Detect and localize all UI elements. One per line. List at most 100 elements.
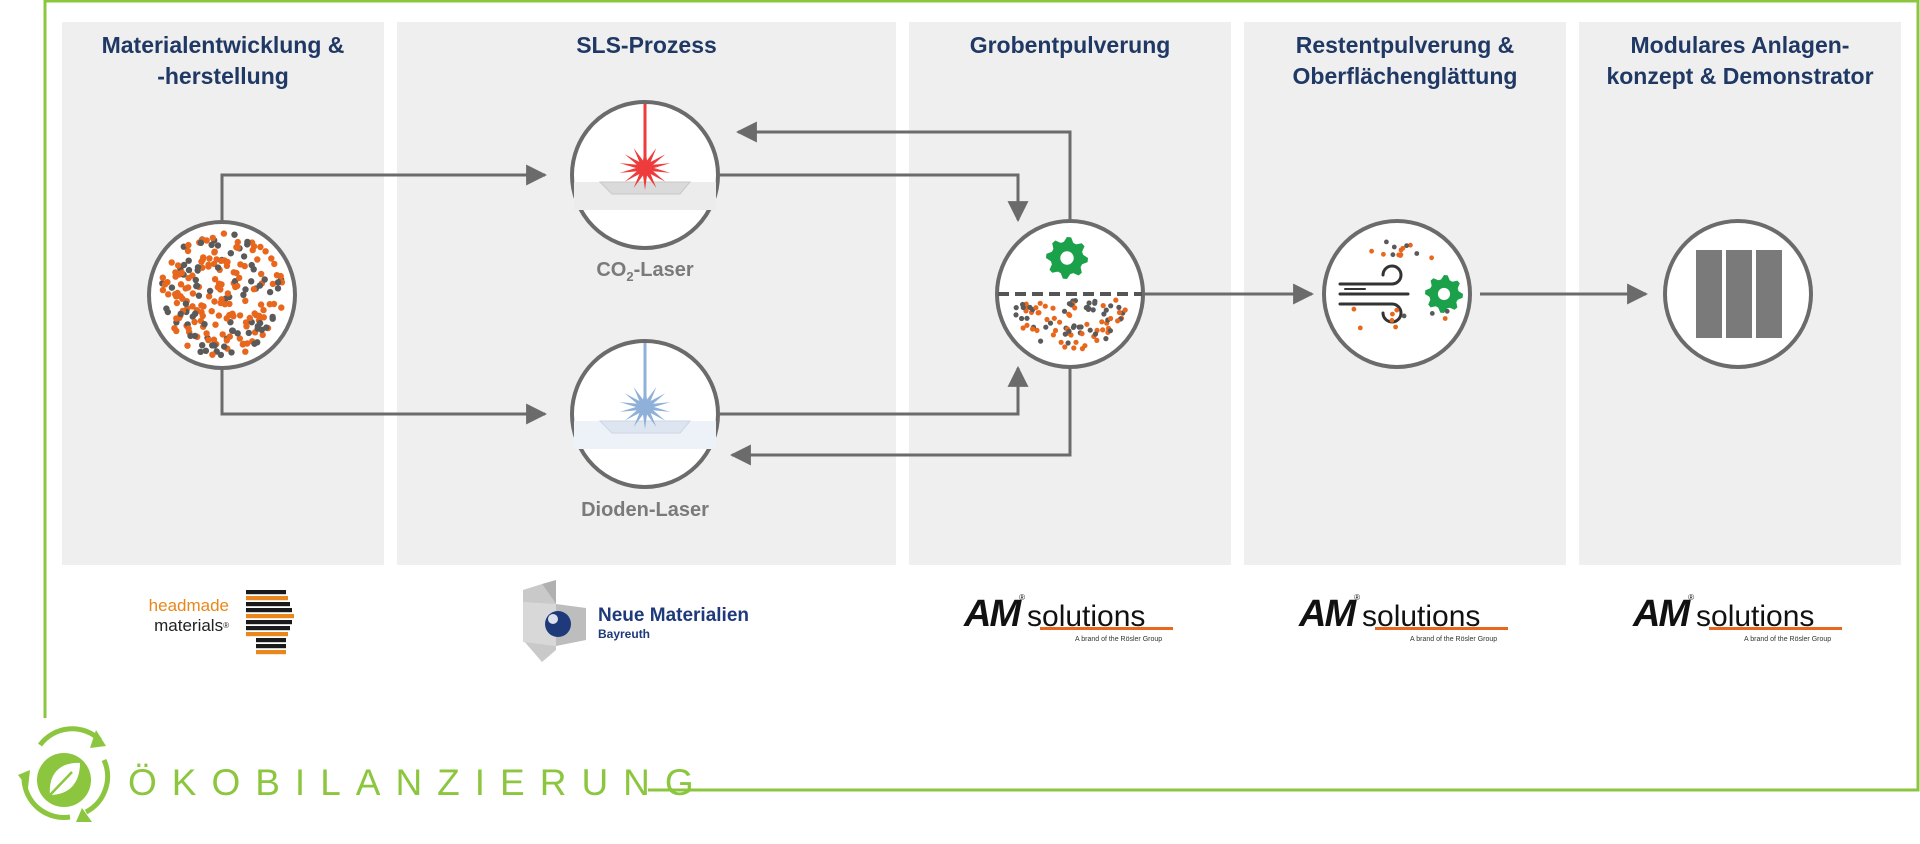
- powder-particle: [192, 310, 199, 317]
- powder-particle: [205, 261, 212, 268]
- powder-particle: [185, 274, 192, 282]
- powder-particle: [1087, 327, 1093, 333]
- powder-particle: [1084, 321, 1090, 327]
- powder-particle: [244, 241, 251, 248]
- powder-particle: [1398, 253, 1403, 258]
- powder-particle: [273, 272, 281, 279]
- powder-particle: [1024, 322, 1030, 328]
- powder-particle: [1035, 310, 1041, 316]
- powder-particle: [165, 291, 172, 298]
- powder-particle: [1122, 307, 1128, 313]
- powder-particle: [1066, 301, 1072, 307]
- co2-laser-label: CO2-Laser: [596, 259, 694, 284]
- powder-particle: [266, 288, 274, 296]
- powder-particle: [1070, 324, 1076, 330]
- powder-particle: [1429, 311, 1435, 316]
- powder-particle: [1384, 239, 1389, 245]
- powder-particle: [242, 319, 250, 326]
- powder-particle: [202, 347, 210, 354]
- powder-particle: [248, 239, 256, 246]
- powder-particle: [208, 308, 215, 315]
- powder-particle: [198, 258, 205, 265]
- powder-particle: [1389, 318, 1395, 323]
- powder-particle: [197, 239, 205, 246]
- powder-particle: [1107, 328, 1113, 334]
- nmb-logo-line1: Neue Materialien: [598, 605, 749, 626]
- powder-particle: [278, 304, 285, 311]
- powder-particle: [189, 290, 197, 297]
- powder-particle: [259, 331, 266, 339]
- nmb-logo: Neue Materialien Bayreuth: [598, 605, 749, 641]
- powder-particle: [1401, 313, 1407, 319]
- powder-particle: [236, 274, 243, 282]
- powder-particle: [1034, 327, 1040, 333]
- powder-particle: [249, 246, 256, 254]
- powder-particle: [237, 261, 244, 268]
- powder-particle: [161, 281, 169, 288]
- powder-particle: [1076, 324, 1082, 330]
- column-title-material: Materialentwicklung & -herstellung: [101, 32, 345, 89]
- modular-node: [1663, 219, 1813, 369]
- powder-particle: [1058, 339, 1064, 345]
- powder-particle: [260, 314, 267, 321]
- powder-particle: [1100, 303, 1106, 309]
- powder-particle: [173, 293, 180, 300]
- powder-particle: [1050, 305, 1056, 311]
- diode-laser-burst: [619, 384, 671, 430]
- arrow-co2-to-grob: [720, 173, 1029, 223]
- powder-particle: [1369, 248, 1374, 254]
- powder-particle: [1094, 337, 1100, 343]
- powder-particle: [1079, 331, 1085, 337]
- powder-particle: [1092, 300, 1098, 306]
- powder-particle: [1086, 300, 1092, 306]
- powder-particle: [268, 255, 275, 262]
- powder-particle: [192, 276, 199, 284]
- powder-particle: [219, 331, 226, 338]
- powder-particle: [227, 250, 234, 257]
- powder-particle: [1062, 331, 1068, 337]
- powder-particle: [248, 261, 255, 269]
- powder-particle: [214, 284, 222, 291]
- column-title-sls: SLS-Prozess: [576, 32, 717, 58]
- powder-particle: [1116, 309, 1123, 316]
- powder-particle: [1013, 312, 1019, 318]
- powder-particle: [1390, 252, 1396, 258]
- powder-particle: [205, 293, 213, 300]
- powder-particle: [1065, 340, 1071, 346]
- powder-particle: [1103, 336, 1109, 342]
- powder-particle: [1037, 300, 1043, 306]
- powder-particle: [1043, 324, 1049, 330]
- powder-particle: [1351, 306, 1357, 312]
- powder-particle: [214, 264, 222, 271]
- headmade-logo-line2: materials: [154, 616, 224, 635]
- powder-particle: [1442, 316, 1448, 321]
- powder-particle: [236, 335, 243, 342]
- arrow-material-to-diode: [220, 368, 548, 425]
- powder-particle: [194, 264, 202, 271]
- powder-particle: [1404, 243, 1409, 249]
- green-frame: [43, 0, 1920, 792]
- powder-particle: [1394, 307, 1400, 313]
- powder-particle: [195, 292, 203, 299]
- powder-particle: [234, 330, 241, 337]
- powder-particle: [230, 269, 237, 276]
- powder-particle: [168, 284, 176, 291]
- powder-particle: [185, 241, 192, 249]
- powder-particle: [1390, 311, 1395, 317]
- powder-particle: [197, 348, 204, 355]
- headmade-logo-icon: [246, 590, 294, 655]
- powder-particle: [206, 287, 214, 295]
- powder-particle: [224, 258, 231, 266]
- powder-particle: [1013, 305, 1019, 311]
- powder-particle: [231, 231, 238, 238]
- powder-particle: [1072, 305, 1078, 311]
- powder-particle: [185, 257, 192, 264]
- powder-particle: [209, 234, 216, 242]
- powder-particle: [1103, 307, 1109, 313]
- powder-particle: [261, 276, 268, 283]
- powder-particle: [257, 301, 265, 308]
- powder-particle: [1400, 245, 1406, 251]
- nmb-logo-icon: [523, 580, 586, 662]
- powder-particle: [206, 255, 213, 262]
- am-solutions-logo-rest: AM®solutions A brand of the Rösler Group: [1299, 593, 1498, 643]
